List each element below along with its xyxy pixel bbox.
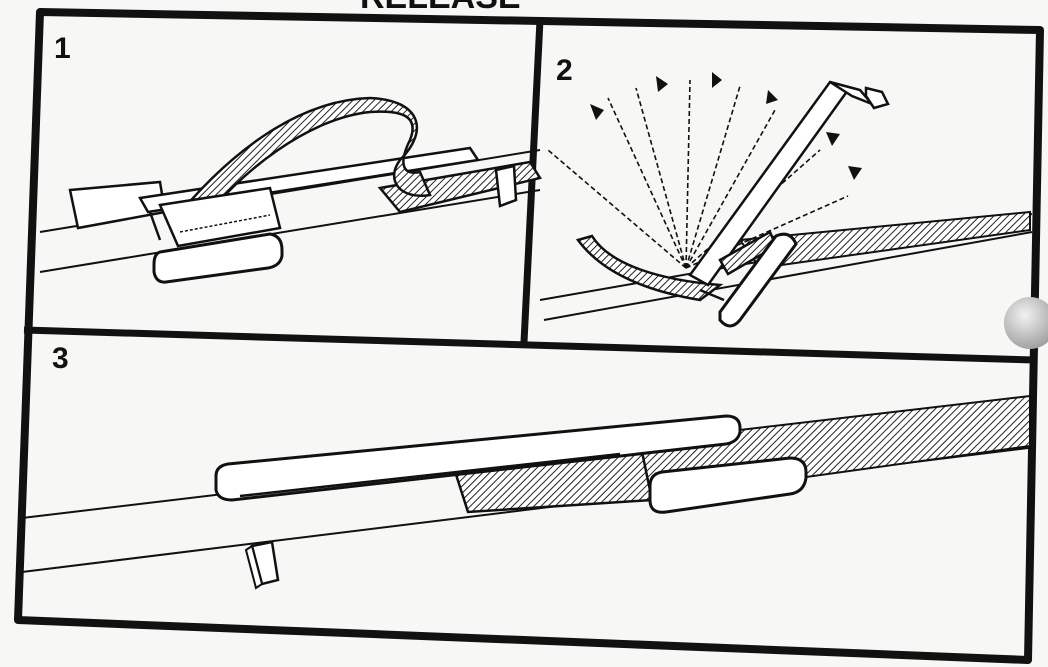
panel1-buckle-side bbox=[150, 212, 160, 240]
shadow-disc bbox=[1004, 297, 1048, 349]
panel-number-2: 2 bbox=[556, 54, 573, 87]
horizontal-divider bbox=[24, 330, 1034, 360]
panel1-buckle-handle bbox=[154, 234, 282, 282]
panel1-end-post bbox=[496, 166, 516, 206]
panel-number-1: 1 bbox=[54, 32, 71, 65]
panel-3: 3 bbox=[22, 342, 1030, 588]
panel2-lever-knob bbox=[866, 88, 888, 108]
header-fragment: RELEASE bbox=[360, 0, 521, 16]
panel-1: 1 bbox=[40, 32, 540, 282]
panel-number-3: 3 bbox=[52, 342, 69, 375]
panel-2: 2 bbox=[540, 54, 1032, 326]
